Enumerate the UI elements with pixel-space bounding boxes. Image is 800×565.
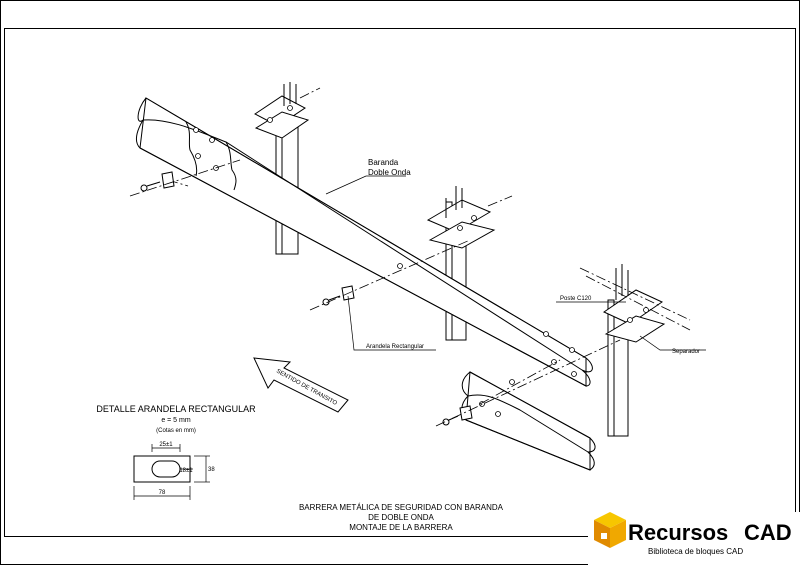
traffic-direction-arrow: SENTIDO DE TRANSITO (253, 357, 349, 413)
bolt-assembly-1 (129, 159, 241, 197)
bolt-assembly-2 (309, 239, 471, 311)
logo-tagline: Biblioteca de bloques CAD (648, 547, 743, 556)
detail-title: DETALLE ARANDELA RECTANGULAR (96, 404, 256, 414)
washer-slot (151, 460, 181, 478)
label-arandela: Arandela Rectangular (366, 344, 424, 350)
bolt-assembly-3 (435, 339, 621, 427)
leader-lines (325, 175, 706, 351)
label-sentido: SENTIDO DE TRANSITO (275, 369, 338, 408)
dim-mid: 18±1 (179, 468, 193, 474)
label-poste: Poste C120 (560, 296, 592, 302)
detail-units: (Cotas en mm) (156, 428, 196, 434)
post-3 (579, 264, 691, 437)
label-separador: Separador (672, 349, 700, 355)
dim-width: 78 (159, 490, 166, 496)
caption-line-2: DE DOBLE ONDA (368, 513, 434, 522)
inner-frame (4, 28, 796, 537)
detail-thickness: e = 5 mm (161, 417, 191, 424)
label-doble-onda: Doble Onda (368, 168, 411, 177)
caption-line-3: MONTAJE DE LA BARRERA (349, 523, 453, 532)
dim-top: 25±1 (159, 442, 173, 448)
drawing-caption: BARRERA METÁLICA DE SEGURIDAD CON BARAND… (299, 503, 504, 532)
caption-line-1: BARRERA METÁLICA DE SEGURIDAD CON BARAND… (299, 503, 504, 512)
washer-detail: DETALLE ARANDELA RECTANGULAR e = 5 mm (C… (96, 404, 256, 500)
label-baranda: Baranda (368, 158, 399, 167)
main-rail (135, 97, 593, 387)
logo-brand-recursos: Recursos (628, 520, 728, 545)
lower-rail (461, 371, 596, 471)
dim-height: 38 (208, 467, 215, 473)
logo-brand-cad: CAD (744, 520, 792, 545)
cube-logo-icon (594, 512, 626, 548)
recursoscad-logo: Recursos CAD Biblioteca de bloques CAD (588, 512, 800, 565)
